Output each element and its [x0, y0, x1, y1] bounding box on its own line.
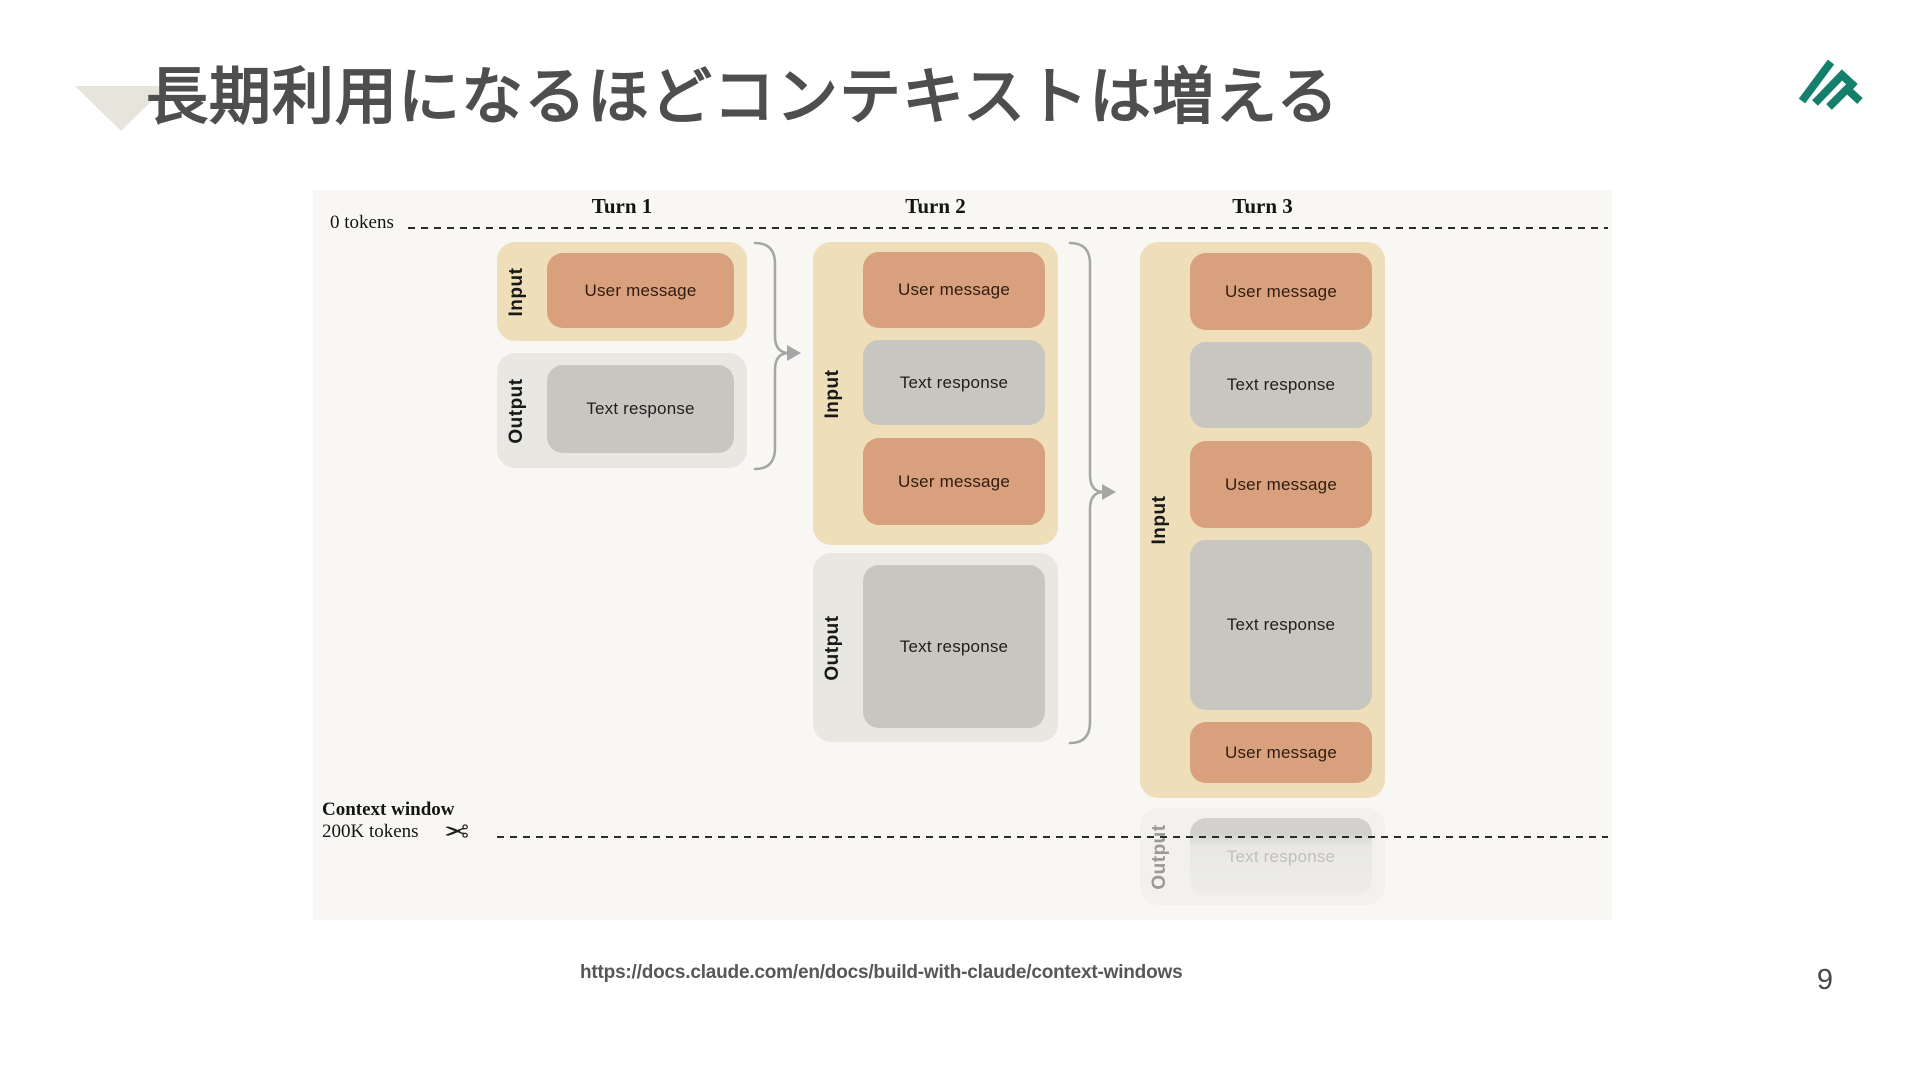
text-response-box-truncated: Text response	[1190, 818, 1372, 895]
turn-3-input-group: Input User message Text response User me…	[1140, 242, 1385, 798]
context-carry-arrow-1	[753, 241, 801, 471]
turn-2-header: Turn 2	[905, 194, 966, 218]
user-message-box: User message	[1190, 253, 1372, 330]
page-title: 長期利用になるほどコンテキストは増える	[146, 63, 1340, 132]
text-response-box: Text response	[1190, 342, 1372, 428]
text-response-box: Text response	[1190, 540, 1372, 710]
input-label: Input	[1149, 495, 1170, 545]
text-response-box: Text response	[863, 565, 1045, 728]
zero-tokens-label: 0 tokens	[330, 212, 394, 233]
turn-3-output-group-truncated: Output Text response	[1140, 808, 1385, 905]
turn-2-output-group: Output Text response	[813, 553, 1058, 742]
input-label: Input	[822, 369, 843, 418]
turn-1-header: Turn 1	[591, 194, 653, 218]
output-label: Output	[822, 614, 843, 681]
title-triangle-icon	[75, 86, 167, 131]
context-window-value: 200K tokens	[322, 821, 419, 842]
text-response-box: Text response	[863, 340, 1045, 425]
context-carry-arrow-2	[1068, 241, 1116, 745]
output-label: Output	[1149, 823, 1170, 890]
output-label: Output	[506, 377, 527, 444]
user-message-box: User message	[1190, 441, 1372, 528]
user-message-box: User message	[1190, 722, 1372, 783]
source-url: https://docs.claude.com/en/docs/build-wi…	[580, 962, 1183, 983]
user-message-box: User message	[547, 253, 734, 328]
findy-logo-icon	[1798, 59, 1863, 110]
user-message-box: User message	[863, 252, 1045, 328]
page-number: 9	[1816, 964, 1834, 996]
turn-1-input-group: Input User message	[497, 242, 747, 341]
context-window-label: Context window 200K tokens	[322, 799, 454, 843]
zero-tokens-line	[408, 227, 1608, 229]
context-window-title: Context window	[322, 799, 455, 820]
turn-2-input-group: Input User message Text response User me…	[813, 242, 1058, 545]
input-label: Input	[506, 267, 527, 316]
text-response-box: Text response	[547, 365, 734, 453]
turn-1-output-group: Output Text response	[497, 353, 747, 468]
context-window-line	[497, 836, 1608, 838]
turn-3-header: Turn 3	[1232, 194, 1293, 218]
user-message-box: User message	[863, 438, 1045, 525]
scissors-icon: ✂	[444, 815, 470, 850]
